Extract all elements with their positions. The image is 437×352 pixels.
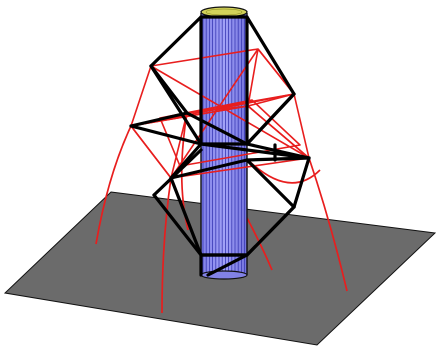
top-ring — [149, 15, 296, 96]
leg-back-right — [308, 157, 348, 292]
leg-front-left — [161, 177, 172, 314]
leg-back-left — [95, 125, 132, 245]
black-frame — [129, 15, 311, 277]
